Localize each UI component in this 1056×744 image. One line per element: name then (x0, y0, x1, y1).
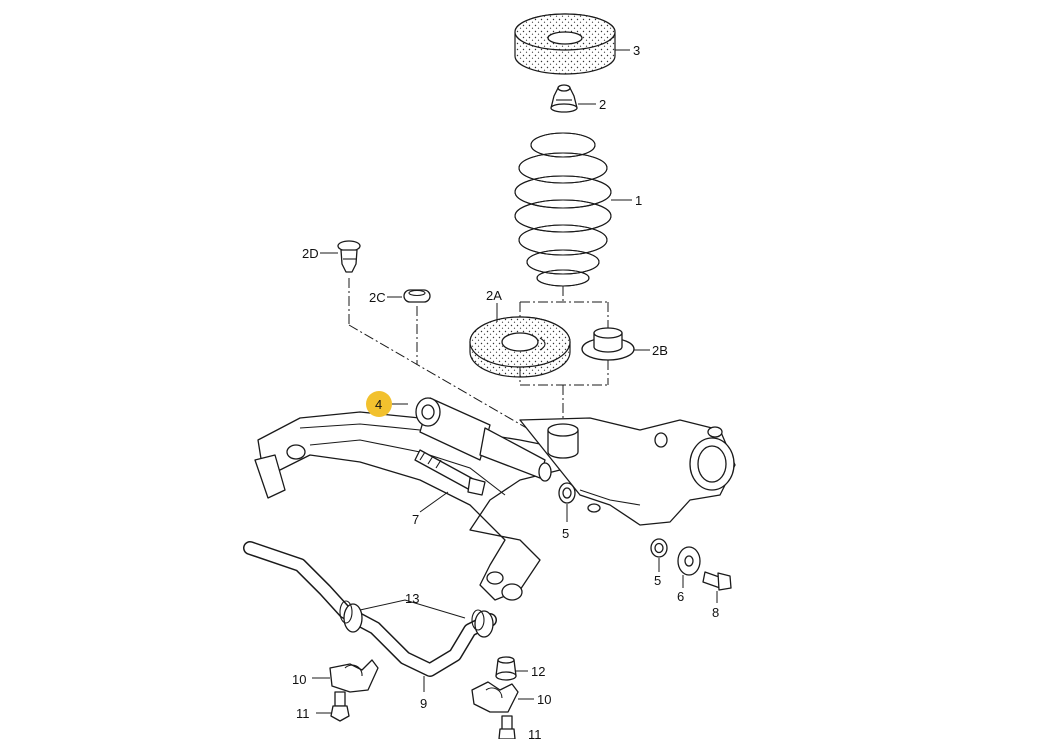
bolt-part-7[interactable] (414, 449, 486, 496)
bushing-part-13-left[interactable] (339, 600, 363, 633)
callout-2a: 2A (486, 288, 502, 303)
callout-11-right: 11 (528, 727, 542, 739)
callout-6: 6 (677, 589, 684, 604)
bolt-part-8[interactable] (702, 571, 732, 591)
callout-13: 13 (405, 591, 419, 606)
callout-4: 4 (375, 397, 382, 412)
spring-pad-part-3[interactable] (514, 13, 616, 75)
nut-part-12[interactable] (495, 656, 517, 681)
anti-roll-bar-part-9[interactable] (243, 541, 497, 677)
callout-7: 7 (412, 512, 419, 527)
callout-2: 2 (599, 97, 606, 112)
callout-2c: 2C (369, 290, 386, 305)
coil-spring-part-1[interactable] (514, 132, 612, 287)
callout-10-left: 10 (292, 672, 306, 687)
clip-part-2d[interactable] (337, 240, 361, 273)
bushing-part-13-right[interactable] (471, 609, 494, 638)
bushing-part-5-upper[interactable] (558, 482, 576, 504)
callout-8: 8 (712, 605, 719, 620)
washer-part-6[interactable] (677, 546, 701, 576)
callout-10-right: 10 (537, 692, 551, 707)
bushing-part-5-lower[interactable] (650, 538, 668, 558)
callout-5-lower: 5 (654, 573, 661, 588)
bolt-part-11-right[interactable] (498, 715, 516, 740)
callout-12: 12 (531, 664, 545, 679)
highlight-marker-4[interactable] (366, 391, 392, 417)
wheel-hub (519, 417, 736, 526)
bolt-part-11-left[interactable] (330, 691, 350, 722)
callout-11-left: 11 (296, 706, 310, 721)
shock-absorber[interactable] (415, 397, 552, 482)
callout-3: 3 (633, 43, 640, 58)
plug-part-2c[interactable] (403, 289, 431, 303)
spring-cup-part-2b[interactable] (581, 327, 635, 361)
clamp-part-10-right[interactable] (471, 681, 519, 713)
bump-stop-part-2[interactable] (550, 84, 578, 113)
callout-2d: 2D (302, 246, 319, 261)
clamp-part-10-left[interactable] (329, 659, 379, 693)
spring-seat-part-2a[interactable] (469, 316, 571, 378)
callout-5-upper: 5 (562, 526, 569, 541)
callout-2b: 2B (652, 343, 668, 358)
callout-1: 1 (635, 193, 642, 208)
callout-9: 9 (420, 696, 427, 711)
